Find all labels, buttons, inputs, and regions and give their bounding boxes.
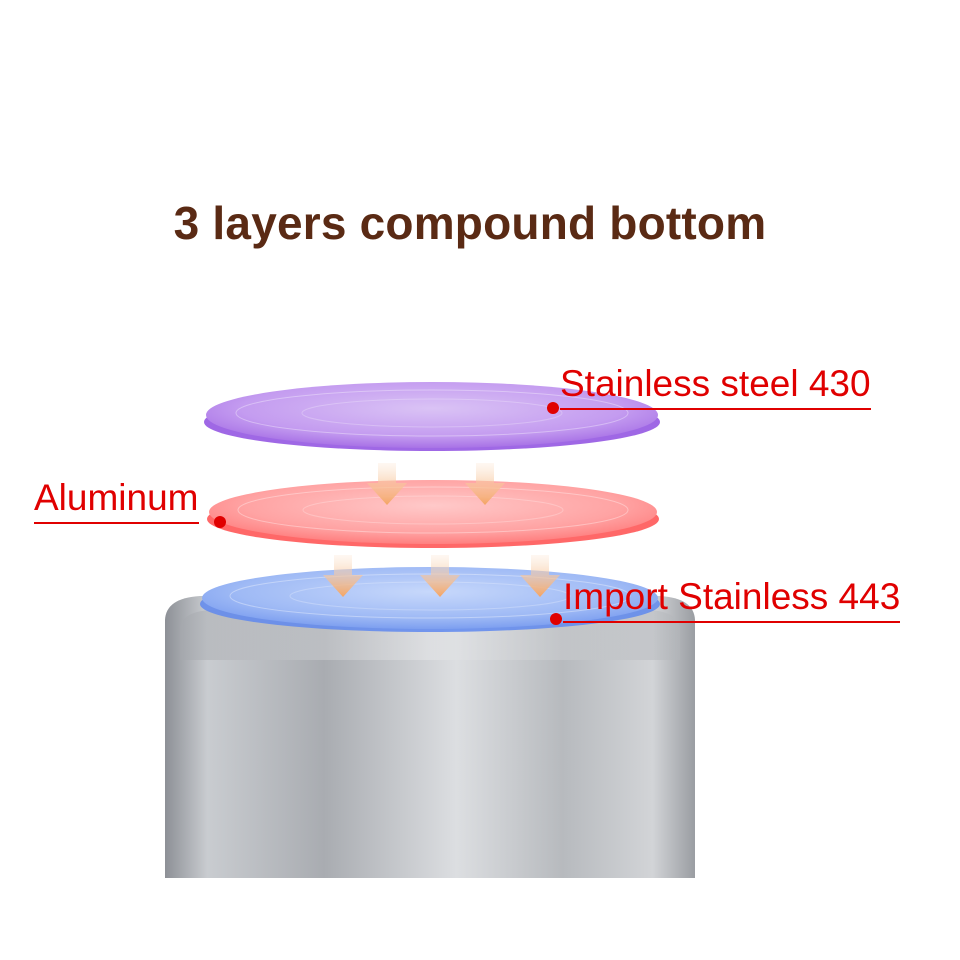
callout-dot-import-stainless-443 <box>550 613 562 625</box>
callout-dot-stainless-steel-430 <box>547 402 559 414</box>
cylinder-body <box>165 596 695 878</box>
callout-dot-aluminum <box>214 516 226 528</box>
label-stainless-steel-430: Stainless steel 430 <box>560 365 871 410</box>
label-import-stainless-443: Import Stainless 443 <box>563 578 901 623</box>
label-aluminum: Aluminum <box>34 479 199 524</box>
disc-aluminum <box>207 480 659 548</box>
disc-stainless-steel-430 <box>204 382 660 451</box>
page-title: 3 layers compound bottom <box>173 197 767 249</box>
